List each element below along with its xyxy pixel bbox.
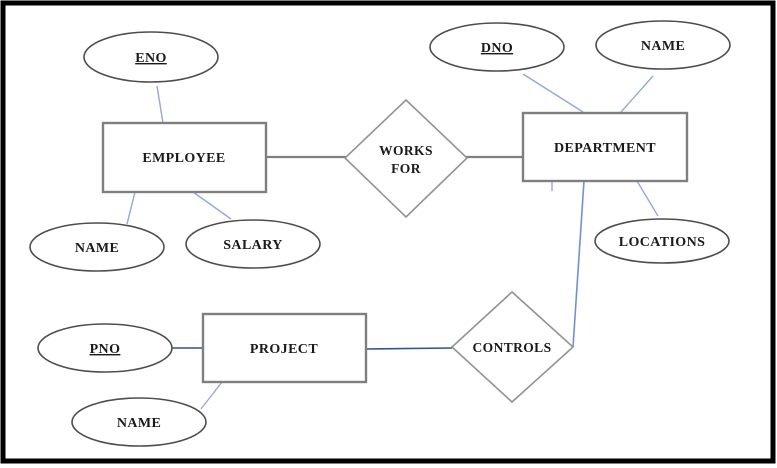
relationship-controls-label: CONTROLS — [473, 340, 552, 355]
attribute-employee-name: NAME — [29, 222, 165, 272]
relationship-works-for-label-line2: FOR — [391, 161, 421, 176]
attribute-locations-ellipse — [594, 218, 730, 264]
entity-department-label: DEPARTMENT — [554, 141, 656, 156]
entity-project: PROJECT — [201, 312, 368, 384]
entity-department-box — [521, 111, 689, 183]
attribute-project-name-ellipse — [71, 397, 207, 447]
attribute-project-name: NAME — [71, 397, 207, 447]
entity-project-box — [201, 312, 368, 384]
connector-department-locations — [636, 180, 659, 217]
attribute-eno: ENO — [83, 31, 219, 83]
entity-project-label: PROJECT — [250, 342, 318, 357]
connector-eno-employee — [156, 85, 164, 124]
attribute-dno: DNO — [429, 22, 565, 72]
attribute-pno: PNO — [37, 323, 173, 373]
connector-dno-department — [522, 73, 584, 113]
relationship-works-for: WORKS FOR — [343, 98, 469, 219]
attribute-locations-label: LOCATIONS — [619, 235, 706, 250]
attribute-dno-ellipse — [429, 22, 565, 72]
attribute-pno-label: PNO — [90, 342, 121, 357]
attribute-salary-label: SALARY — [223, 238, 282, 253]
attribute-dno-label: DNO — [481, 41, 513, 56]
attribute-eno-ellipse — [83, 31, 219, 83]
entity-department: DEPARTMENT — [521, 111, 689, 183]
connector-employee-salary — [192, 191, 232, 220]
connector-employee-name — [126, 191, 136, 225]
attribute-department-name: NAME — [595, 20, 731, 70]
connector-project-name — [200, 381, 223, 410]
attribute-salary-ellipse — [185, 219, 321, 269]
attribute-eno-label: ENO — [135, 51, 167, 66]
attribute-project-name-label: NAME — [117, 416, 161, 431]
connector-project-controls — [365, 347, 453, 350]
relationship-controls-diamond — [450, 290, 575, 404]
attribute-pno-ellipse — [37, 323, 173, 373]
attribute-salary: SALARY — [185, 219, 321, 269]
attribute-department-name-ellipse — [595, 20, 731, 70]
attribute-locations: LOCATIONS — [594, 218, 730, 264]
entity-employee-label: EMPLOYEE — [142, 151, 225, 166]
connectors — [126, 73, 659, 410]
connector-department-controls — [572, 180, 585, 348]
entity-employee-box — [101, 121, 268, 194]
relationship-controls: CONTROLS — [450, 290, 575, 404]
entity-employee: EMPLOYEE — [101, 121, 268, 194]
attribute-employee-name-label: NAME — [75, 241, 119, 256]
relationship-works-for-diamond — [343, 98, 469, 219]
attribute-department-name-label: NAME — [641, 39, 685, 54]
attribute-employee-name-ellipse — [29, 222, 165, 272]
connector-name-department — [620, 75, 654, 113]
relationship-works-for-label-line1: WORKS — [379, 143, 433, 158]
